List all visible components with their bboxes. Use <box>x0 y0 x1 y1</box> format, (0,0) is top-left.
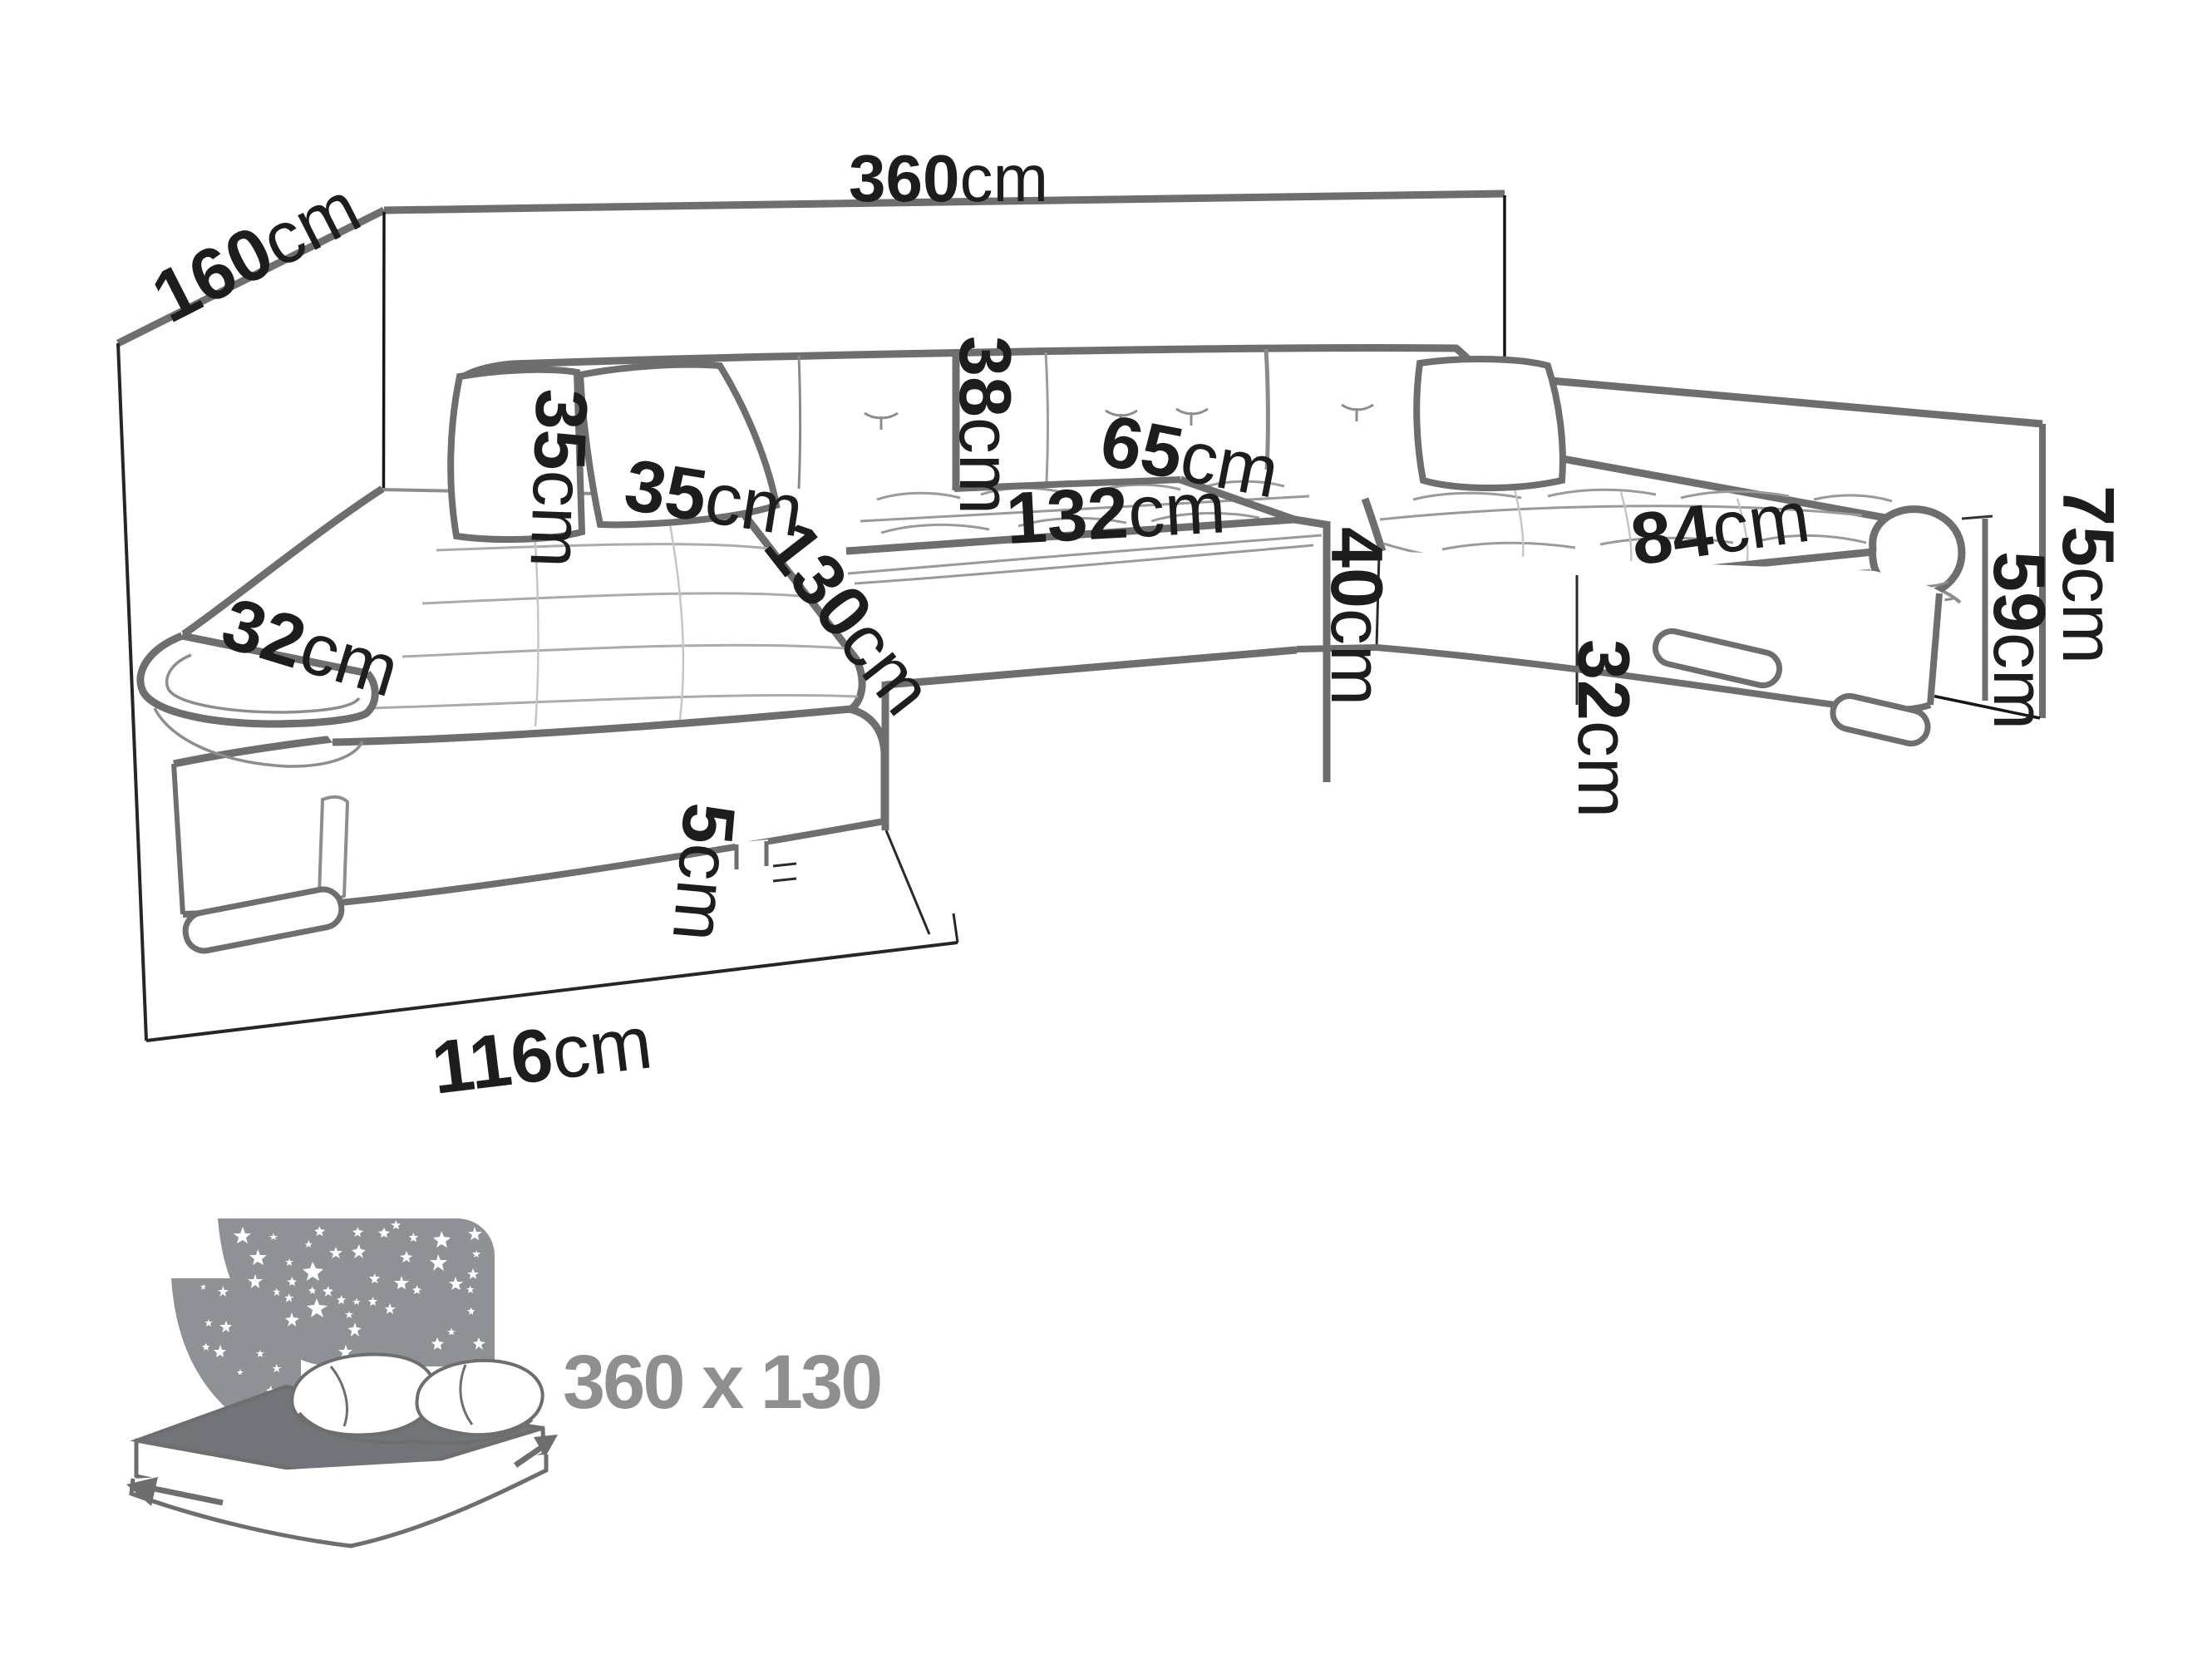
svg-text:35cm: 35cm <box>515 387 603 569</box>
svg-text:132cm: 132cm <box>1004 465 1228 559</box>
svg-text:32cm: 32cm <box>1563 639 1645 818</box>
svg-text:84cm: 84cm <box>1626 475 1815 581</box>
svg-text:360cm: 360cm <box>849 141 1048 215</box>
svg-text:116cm: 116cm <box>427 1001 656 1110</box>
svg-text:35cm: 35cm <box>619 443 809 552</box>
svg-text:75cm: 75cm <box>2047 485 2130 664</box>
svg-text:38cm: 38cm <box>944 336 1027 514</box>
svg-text:5cm: 5cm <box>658 800 751 944</box>
svg-text:59cm: 59cm <box>1978 551 2061 730</box>
svg-text:360 x 130: 360 x 130 <box>563 1340 880 1425</box>
svg-text:40cm: 40cm <box>1316 527 1398 706</box>
svg-text:65cm: 65cm <box>1094 398 1285 513</box>
